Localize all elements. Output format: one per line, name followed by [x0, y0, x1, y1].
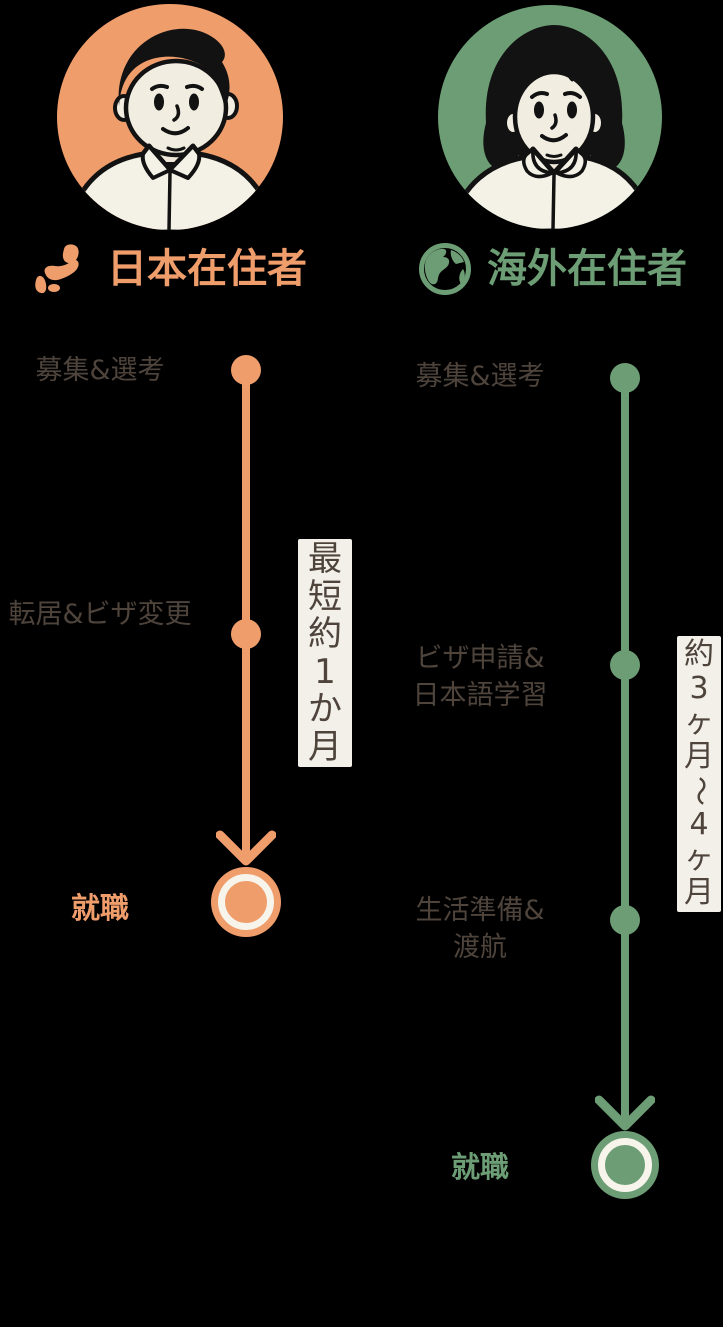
- japan-milestone-moving-visa: 転居&ビザ変更: [8, 599, 192, 630]
- japan-timeline-line: [242, 370, 250, 858]
- japan-resident-avatar: [57, 4, 283, 230]
- timeline-dot: [231, 355, 261, 385]
- overseas-milestone-employment: 就職: [450, 1150, 509, 1184]
- overseas-goal-circle: [591, 1131, 659, 1199]
- globe-icon: [419, 243, 471, 295]
- timeline-dot: [231, 619, 261, 649]
- japan-goal-circle: [211, 867, 281, 937]
- japan-header: 日本在住者: [33, 243, 307, 295]
- overseas-header: 海外在住者: [418, 242, 687, 296]
- overseas-milestone-preparation-travel: 生活準備& 渡航: [415, 895, 545, 963]
- overseas-title: 海外在住者: [487, 246, 687, 292]
- japan-arrowhead-icon: [216, 830, 276, 866]
- japan-milestone-employment: 就職: [70, 891, 129, 925]
- overseas-timeline-line: [621, 378, 629, 1122]
- goal-ring: [218, 874, 274, 930]
- woman-avatar-illustration: [447, 25, 657, 229]
- japan-title: 日本在住者: [107, 246, 307, 292]
- japan-map-icon: [35, 244, 79, 294]
- timeline-dot: [610, 905, 640, 935]
- timeline-dot: [610, 650, 640, 680]
- overseas-resident-avatar: [438, 5, 662, 229]
- timeline-dot: [610, 363, 640, 393]
- overseas-arrowhead-icon: [595, 1095, 655, 1131]
- japan-milestone-recruitment: 募集&選考: [35, 355, 165, 386]
- overseas-milestone-recruitment: 募集&選考: [415, 361, 545, 392]
- overseas-milestone-visa-study: ビザ申請& 日本語学習: [412, 643, 548, 711]
- goal-ring: [598, 1138, 652, 1192]
- man-avatar-illustration: [64, 28, 278, 230]
